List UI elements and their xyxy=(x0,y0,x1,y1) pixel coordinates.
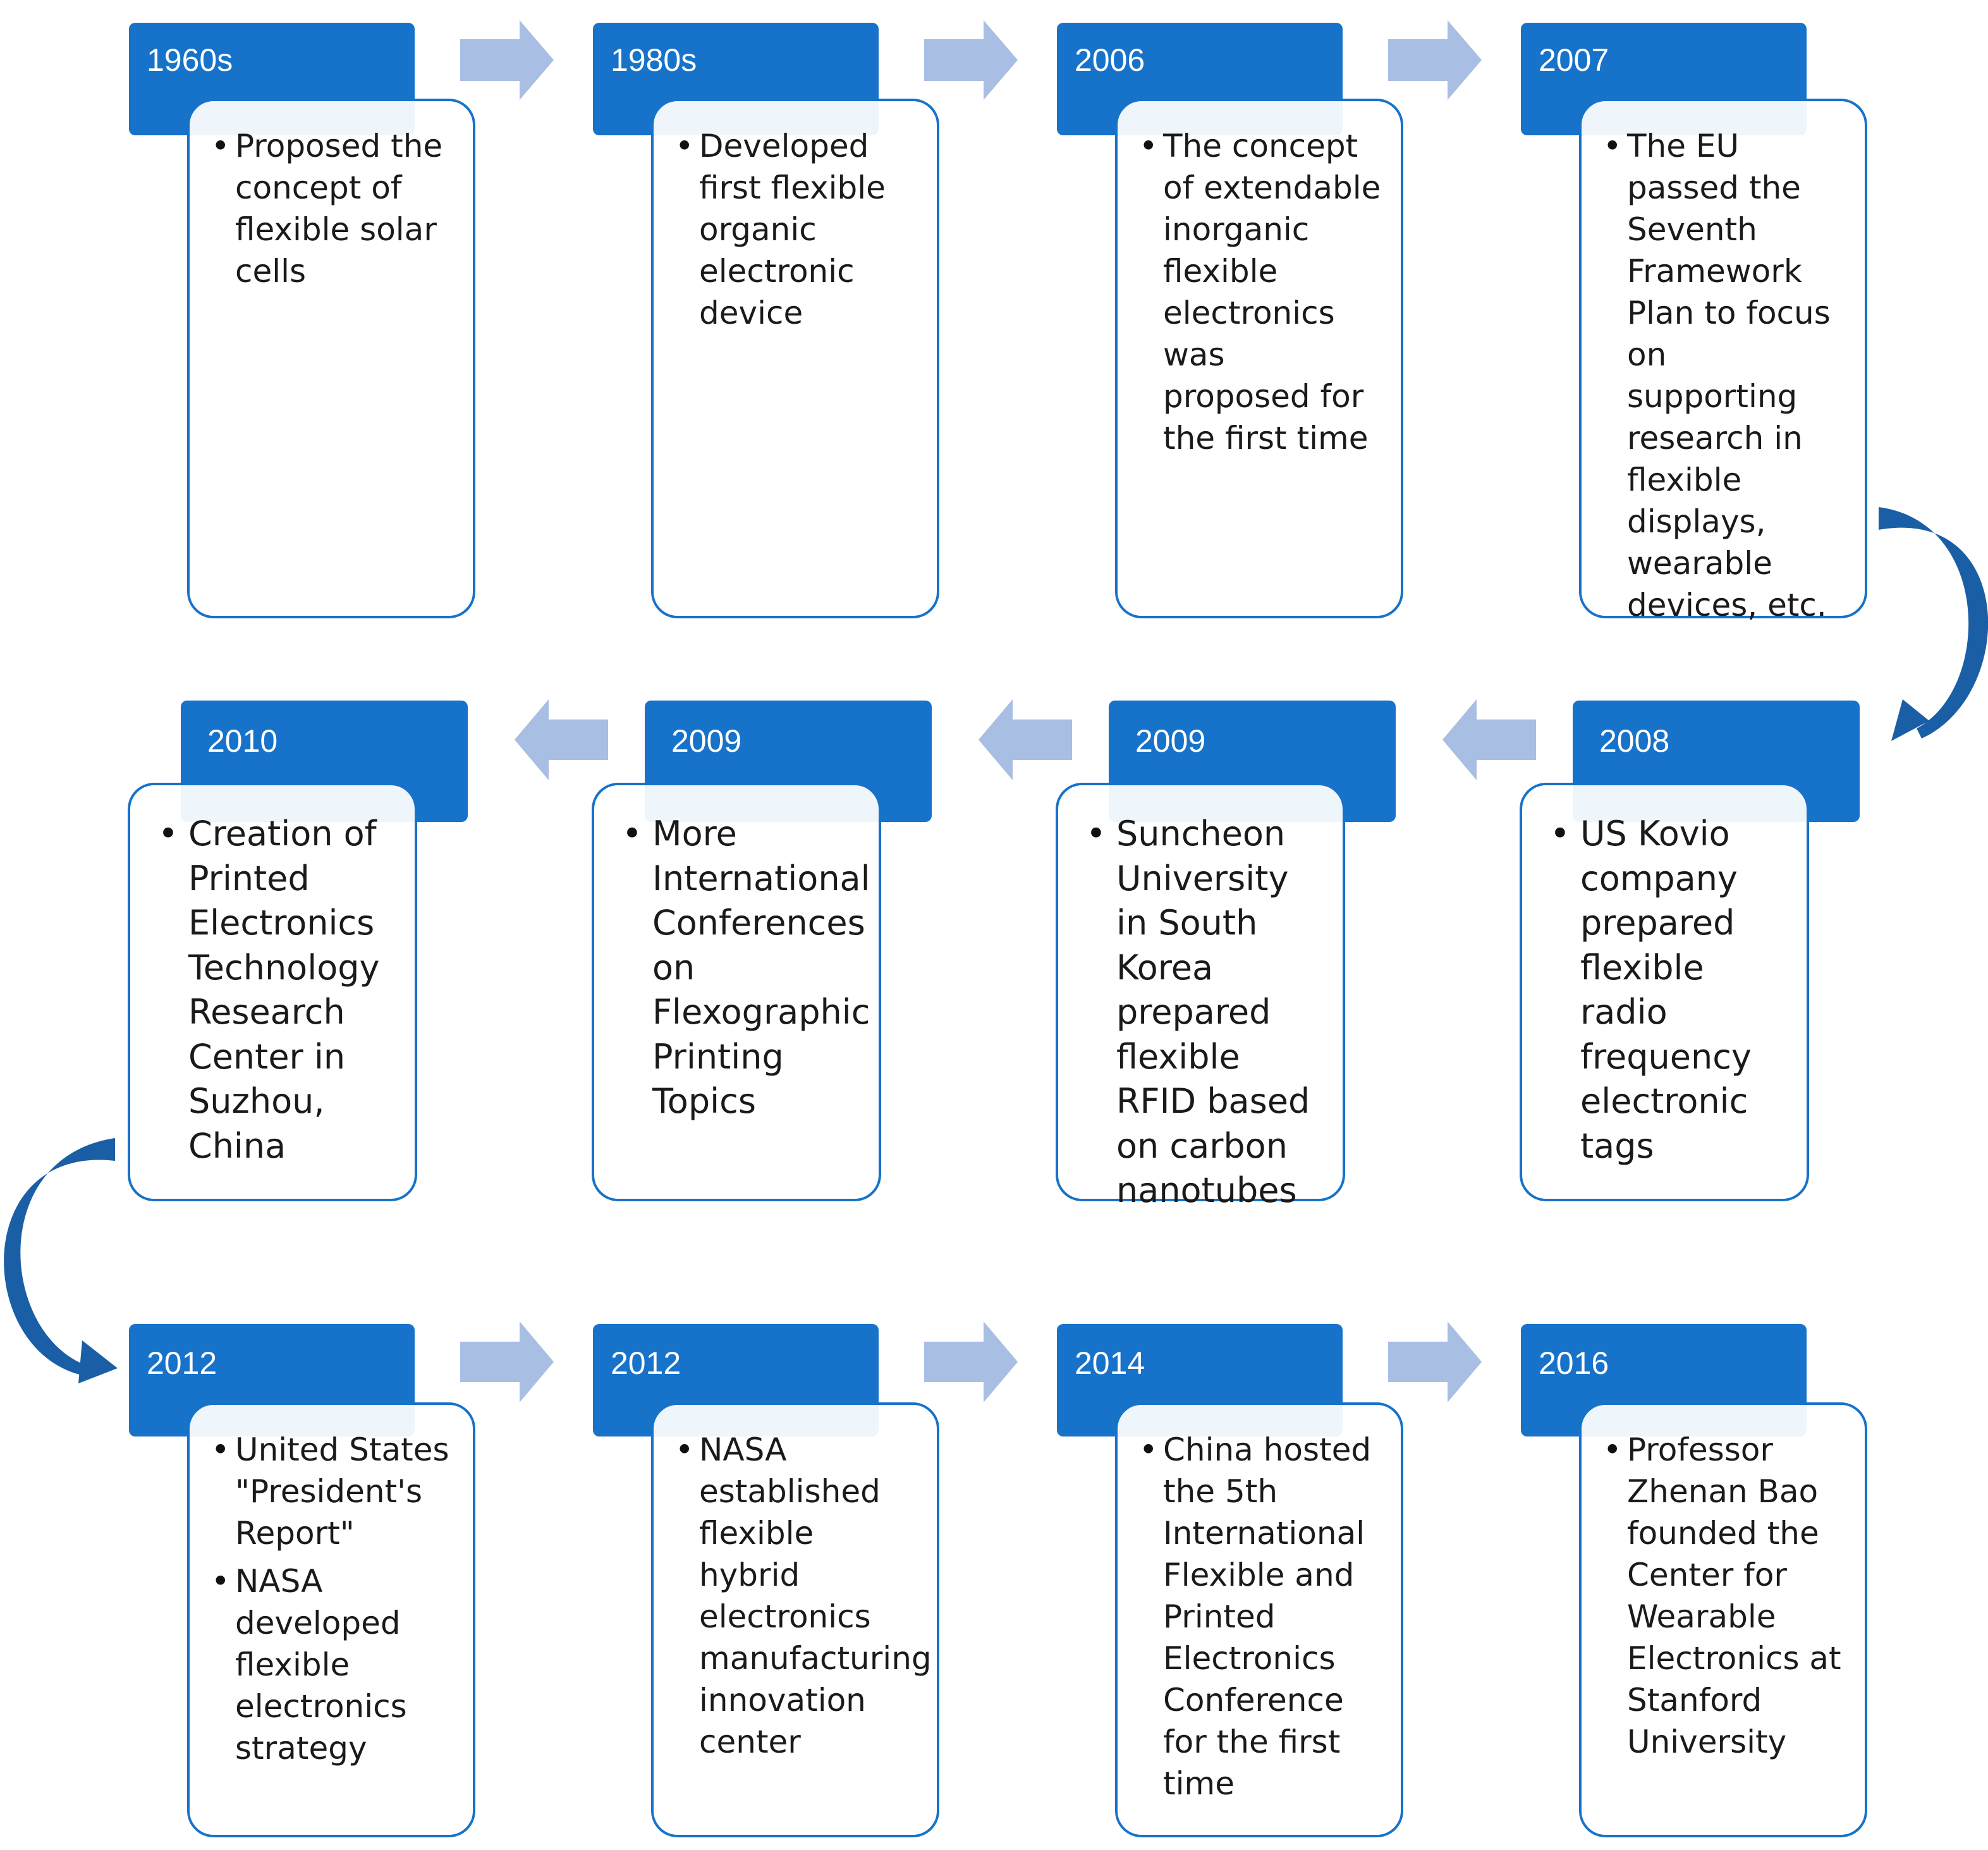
event-card: Developed first flexible organic electro… xyxy=(651,99,939,618)
event-card: Professor Zhenan Bao founded the Center … xyxy=(1579,1402,1867,1837)
arrow-left-icon xyxy=(515,699,608,780)
event-card: NASA established flexible hybrid electro… xyxy=(651,1402,939,1837)
year-label: 2014 xyxy=(1075,1345,1145,1381)
year-label: 2009 xyxy=(1135,723,1206,759)
event-item: Suncheon University in South Korea prepa… xyxy=(1086,812,1330,1213)
event-item: Developed first flexible organic electro… xyxy=(675,125,918,334)
event-item: United States "President's Report" xyxy=(211,1429,454,1554)
event-card: Proposed the concept of flexible solar c… xyxy=(187,99,475,618)
arrow-left-icon xyxy=(1442,699,1536,780)
event-item: China hosted the 5th International Flexi… xyxy=(1139,1429,1382,1804)
event-card: Suncheon University in South Korea prepa… xyxy=(1056,783,1345,1210)
year-label: 2008 xyxy=(1599,723,1670,759)
arrow-left-icon xyxy=(979,699,1072,780)
event-item: Creation of Printed Electronics Technolo… xyxy=(158,812,402,1168)
arrow-right-icon xyxy=(924,1321,1018,1402)
event-card: US Kovio company prepared flexible radio… xyxy=(1520,783,1809,1201)
arrow-right-icon xyxy=(1388,20,1482,100)
year-label: 1960s xyxy=(147,42,233,78)
arrow-right-icon xyxy=(924,20,1018,100)
event-card: The concept of extendable inorganic flex… xyxy=(1115,99,1403,618)
arrow-right-icon xyxy=(1388,1321,1482,1402)
year-label: 2010 xyxy=(207,723,278,759)
event-item: Proposed the concept of flexible solar c… xyxy=(211,125,454,292)
event-item: US Kovio company prepared flexible radio… xyxy=(1550,812,1794,1168)
year-label: 2012 xyxy=(147,1345,217,1381)
event-card: The EU passed the Seventh Framework Plan… xyxy=(1579,99,1867,623)
arrow-right-icon xyxy=(460,20,554,100)
year-label: 2012 xyxy=(611,1345,681,1381)
event-item: The EU passed the Seventh Framework Plan… xyxy=(1603,125,1846,626)
event-item: NASA established flexible hybrid electro… xyxy=(675,1429,932,1763)
event-item: NASA developed flexible electronics stra… xyxy=(211,1560,454,1769)
year-label: 2016 xyxy=(1539,1345,1609,1381)
event-card: More International Conferences on Flexog… xyxy=(592,783,881,1201)
year-label: 2007 xyxy=(1539,42,1609,78)
year-label: 2009 xyxy=(671,723,742,759)
event-card: United States "President's Report" NASA … xyxy=(187,1402,475,1837)
event-card: China hosted the 5th International Flexi… xyxy=(1115,1402,1403,1837)
arrow-right-icon xyxy=(460,1321,554,1402)
event-item: More International Conferences on Flexog… xyxy=(622,812,870,1124)
year-label: 1980s xyxy=(611,42,697,78)
event-card: Creation of Printed Electronics Technolo… xyxy=(128,783,417,1201)
curved-arrow-down-icon xyxy=(1879,507,1988,741)
event-item: Professor Zhenan Bao founded the Center … xyxy=(1603,1429,1846,1763)
year-label: 2006 xyxy=(1075,42,1145,78)
event-item: The concept of extendable inorganic flex… xyxy=(1139,125,1382,459)
curved-arrow-down-icon xyxy=(4,1138,118,1383)
